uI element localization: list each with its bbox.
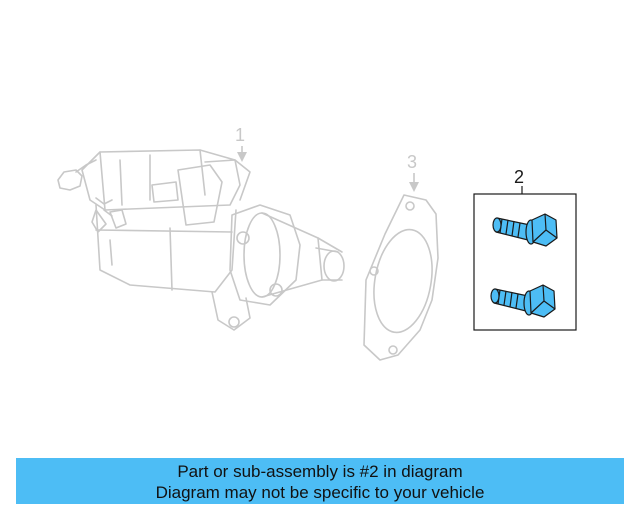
gasket-plate: [363, 194, 439, 361]
parts-diagram: 1 3 2: [57, 125, 577, 361]
callout-2: 2: [514, 167, 524, 194]
bolt-kit-frame: [473, 193, 577, 331]
banner-line-part-number: Part or sub-assembly is #2 in diagram: [177, 462, 463, 481]
banner-line-disclaimer: Diagram may not be specific to your vehi…: [155, 483, 485, 502]
bolt-icon: [490, 284, 556, 318]
svg-text:1: 1: [235, 125, 245, 145]
starter-motor: [57, 149, 345, 331]
bolt-icon: [492, 213, 558, 247]
info-banner: Part or sub-assembly is #2 in diagram Di…: [16, 458, 624, 504]
svg-text:2: 2: [514, 167, 524, 187]
callout-1: 1: [235, 125, 247, 162]
svg-text:3: 3: [407, 152, 417, 172]
callout-3: 3: [407, 152, 419, 192]
